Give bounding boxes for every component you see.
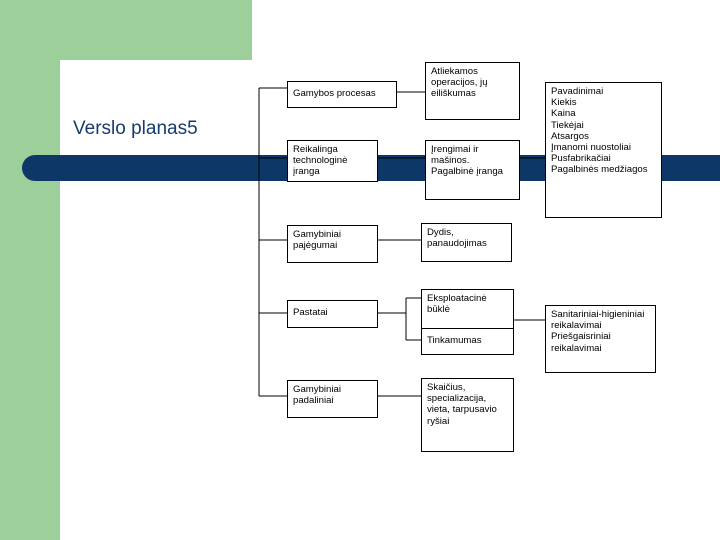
box-technologine-iranga: Reikalinga technologinė įranga — [287, 140, 378, 182]
box-skaicius-specializacija: Skaičius, specializacija, vieta, tarpusa… — [421, 378, 514, 452]
box-gamybiniai-pajegumai: Gamybiniai pajėgumai — [287, 225, 378, 263]
box-reikalavimai-list: Sanitariniai-higieniniai reikalavimai Pr… — [545, 305, 656, 373]
box-gamybos-procesas: Gamybos procesas — [287, 81, 397, 108]
box-irengimai-ir-masinos: Įrengimai ir mašinos. Pagalbinė įranga — [425, 140, 520, 200]
box-pastatai: Pastatai — [287, 300, 378, 328]
box-dydis-panaudojimas: Dydis, panaudojimas — [421, 223, 512, 262]
slide-title: Verslo planas5 — [73, 118, 198, 139]
box-pavadinimai-list: Pavadinimai Kiekis Kaina Tiekėjai Atsarg… — [545, 82, 662, 218]
box-gamybiniai-padaliniai: Gamybiniai padaliniai — [287, 380, 378, 418]
box-tinkamumas: Tinkamumas — [421, 328, 514, 355]
background-green-left — [0, 0, 60, 540]
box-atliekamos-operacijos: Atliekamos operacijos, jų eiliškumas — [425, 62, 520, 120]
box-eksploatacine-bukle: Eksploatacinė būklė — [421, 289, 514, 329]
